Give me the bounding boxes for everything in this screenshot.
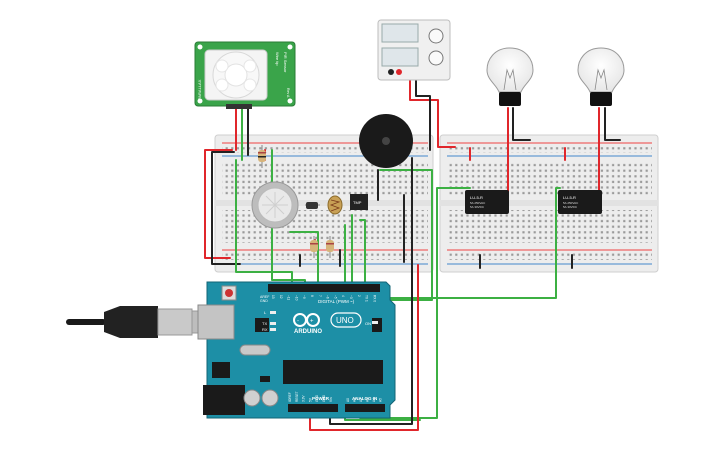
digital-label: DIGITAL (PWM ~) — [318, 299, 355, 304]
usb-cable[interactable] — [66, 306, 217, 338]
relay-1-title: LU-5-R — [470, 195, 483, 200]
pin-label: Vin — [329, 397, 333, 402]
photoresistor[interactable] — [327, 195, 343, 215]
light-bulb-1[interactable] — [486, 47, 534, 106]
pir-top-text: PIR Sensor — [283, 52, 288, 73]
pin-label: ~10 — [294, 295, 298, 301]
power-supply[interactable] — [377, 19, 451, 81]
relay-2-line1: 5A 250VAC — [563, 201, 579, 205]
gas-sensor[interactable] — [251, 181, 299, 229]
pin-label: RESET — [295, 391, 299, 402]
pin-label: IOREF — [288, 392, 292, 402]
temp-sensor-label: TMP — [353, 200, 362, 205]
gnd-label: GND — [260, 299, 268, 303]
analog-label: ANALOG IN — [352, 396, 377, 401]
pir-side-text-left: PARALLAX — [197, 79, 202, 100]
l-led-label: L — [264, 310, 267, 315]
relay-2[interactable]: LU-5-R 5A 250VAC 5A 30VDC — [558, 190, 602, 214]
pin-label: 8 — [310, 295, 314, 297]
resistor-2[interactable] — [305, 202, 320, 209]
pin-label: RX 0 — [372, 295, 376, 302]
arduino-logo: - + — [293, 313, 320, 327]
arduino-model: UNO — [336, 316, 354, 325]
pir-small-text: Rev A — [286, 88, 290, 98]
pin-label: 7 — [318, 295, 322, 297]
arduino-uno-board[interactable]: - + ARDUINO UNO DIGITAL (PWM ~) POWER AN… — [197, 281, 396, 419]
pin-label: GND — [322, 394, 326, 402]
pin-label: A3 — [366, 398, 370, 402]
arduino-brand: ARDUINO — [294, 329, 322, 335]
pin-label: 3.3V — [302, 395, 306, 402]
pin-label: ~3 — [349, 295, 353, 299]
resistor-1[interactable] — [258, 145, 266, 168]
pin-label: ~5 — [333, 295, 337, 299]
pin-label: ~6 — [326, 295, 330, 299]
pir-sensor[interactable]: PIR Sensor Wire tip PARALLAX Rev A — [194, 41, 296, 109]
relay-2-line2: 5A 30VDC — [563, 205, 578, 209]
piezo-buzzer[interactable] — [359, 114, 413, 168]
svg-text:-: - — [297, 319, 299, 325]
resistor-3[interactable] — [310, 236, 318, 258]
light-bulb-2[interactable] — [577, 47, 625, 106]
pin-label: ~11 — [287, 295, 291, 300]
relay-1-line2: 5A 30VDC — [470, 205, 485, 209]
on-led-label: ON — [365, 321, 371, 326]
pin-label: A0 — [346, 398, 350, 402]
aref-label: AREF — [260, 295, 269, 299]
relay-2-title: LU-5-R — [563, 195, 576, 200]
pin-label: ~9 — [302, 295, 306, 299]
pin-label: A4 — [372, 398, 376, 402]
svg-text:+: + — [310, 319, 314, 325]
relay-1-line1: 5A 250VAC — [470, 201, 486, 205]
power-label: POWER — [312, 396, 330, 401]
pir-side-text-right: Wire tip — [275, 52, 280, 66]
pin-label: 12 — [279, 295, 283, 299]
temperature-sensor[interactable]: TMP — [350, 194, 368, 210]
pin-label: A5 — [379, 398, 383, 402]
rx-led-label: RX — [262, 327, 268, 332]
pin-label: TX 1 — [365, 295, 369, 302]
pin-label: A2 — [359, 398, 363, 402]
pin-label: 4 — [341, 295, 345, 297]
pin-label: 13 — [271, 295, 275, 299]
pin-label: A1 — [353, 398, 357, 402]
pin-label: GND — [315, 394, 319, 402]
pin-label: 5V — [308, 397, 312, 402]
resistor-4[interactable] — [326, 236, 334, 258]
tx-led-label: TX — [262, 321, 267, 326]
relay-1[interactable]: LU-5-R 5A 250VAC 5A 30VDC — [465, 190, 509, 214]
pin-label: 2 — [357, 295, 361, 297]
